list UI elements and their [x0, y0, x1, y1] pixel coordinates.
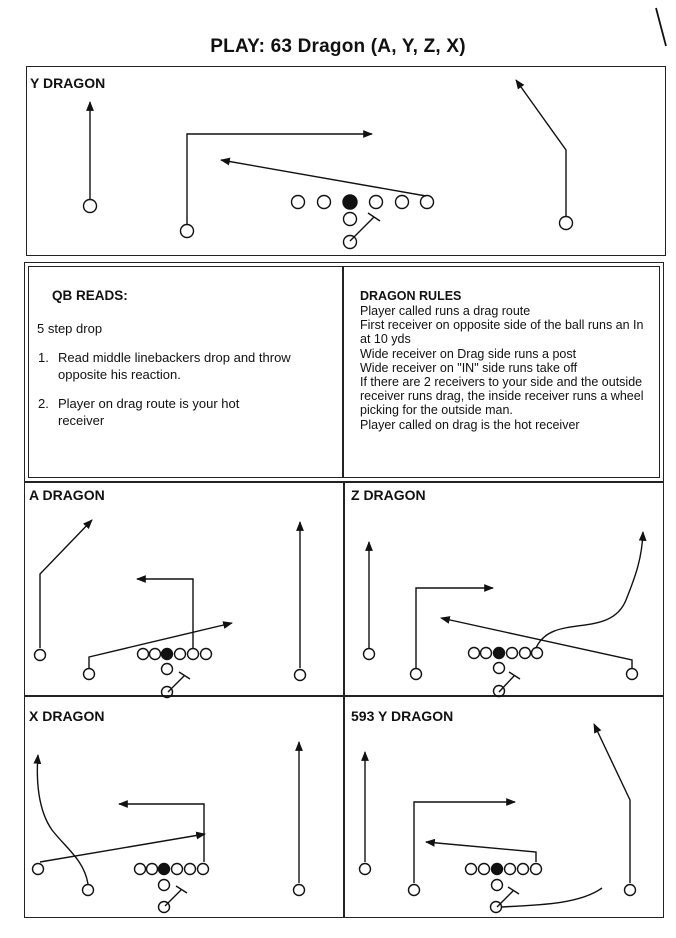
wheel-route	[500, 887, 603, 908]
y-dragon-panel	[26, 66, 666, 256]
route-arrow	[413, 798, 516, 883]
qb-read-item: 2. Player on drag route is your hot rece…	[38, 395, 328, 429]
y593-dragon-panel	[344, 696, 664, 918]
y-dragon-label: Y DRAGON	[30, 75, 106, 91]
rules-divider	[342, 266, 344, 478]
running-back	[489, 900, 503, 914]
route-arrow	[186, 130, 373, 224]
quarterback	[490, 878, 504, 892]
qb-read-text: Player on drag route is your hot receive…	[58, 396, 240, 428]
receiver	[558, 215, 574, 231]
qb-read-number: 1.	[38, 350, 49, 365]
z-dragon-panel	[344, 482, 664, 696]
receiver	[623, 883, 637, 897]
receiver	[625, 667, 639, 681]
block-line	[496, 886, 520, 908]
offensive-line	[467, 646, 544, 660]
receiver	[292, 883, 306, 897]
z-dragon-diagram	[362, 531, 647, 698]
receiver	[81, 883, 95, 897]
qb-read-item: 1. Read middle linebackers drop and thro…	[38, 349, 328, 383]
route-arrow	[220, 157, 427, 197]
running-back	[342, 234, 358, 250]
dragon-rule: Player called runs a drag route	[360, 304, 531, 318]
block-line	[498, 671, 521, 693]
receiver	[179, 223, 195, 239]
offensive-line	[136, 647, 213, 661]
rules-panel	[24, 262, 664, 482]
quarterback	[492, 661, 506, 675]
route-arrow	[136, 575, 194, 648]
receiver	[409, 667, 423, 681]
x-dragon-panel	[24, 696, 344, 918]
offensive-line	[133, 862, 210, 876]
route-arrow	[88, 621, 233, 668]
page-title: PLAY: 63 Dragon (A, Y, Z, X)	[210, 36, 466, 57]
route-arrow	[415, 584, 494, 668]
route-arrow	[515, 79, 567, 216]
rules-panel-inner	[28, 266, 660, 478]
route-arrow	[33, 754, 89, 885]
qb-drop-text: 5 step drop	[37, 321, 103, 336]
scan-mark	[655, 7, 667, 47]
x-dragon-label: X DRAGON	[29, 708, 105, 724]
dragon-rule: If there are 2 receivers to your side an…	[360, 375, 644, 418]
block-line	[167, 671, 191, 693]
receiver	[362, 647, 376, 661]
receiver	[31, 862, 45, 876]
y-dragon-diagram	[82, 79, 574, 250]
y593-dragon-label: 593 Y DRAGON	[351, 708, 454, 724]
route-arrow	[440, 616, 633, 668]
route-arrow	[535, 531, 647, 649]
x-dragon-diagram	[31, 741, 306, 914]
qb-read-number: 2.	[38, 396, 49, 411]
a-dragon-diagram	[33, 519, 307, 699]
receiver	[293, 668, 307, 682]
dragon-rule: Player called on drag is the hot receive…	[360, 417, 580, 432]
dragon-rule: First receiver on opposite side of the b…	[360, 318, 644, 347]
offensive-line	[464, 862, 543, 876]
receiver	[358, 862, 372, 876]
running-back	[157, 900, 171, 914]
dragon-rules-list: Player called runs a drag route First re…	[360, 304, 656, 432]
route-arrow	[39, 831, 206, 863]
receiver	[82, 667, 96, 681]
receiver	[82, 198, 98, 214]
quarterback	[157, 878, 171, 892]
running-back	[160, 685, 174, 699]
qb-reads-list: 1. Read middle linebackers drop and thro…	[38, 349, 328, 429]
qb-read-text: Read middle linebackers drop and throw o…	[58, 350, 291, 382]
receiver	[33, 648, 47, 662]
route-arrow	[593, 723, 631, 883]
receiver	[407, 883, 421, 897]
route-arrow	[118, 800, 205, 862]
dragon-rules-title: DRAGON RULES	[360, 289, 462, 303]
a-dragon-panel	[24, 482, 344, 696]
quarterback	[342, 211, 358, 227]
z-dragon-label: Z DRAGON	[351, 487, 426, 503]
qb-reads-title: QB READS:	[52, 288, 128, 303]
quarterback	[160, 662, 174, 676]
running-back	[492, 684, 506, 698]
a-dragon-label: A DRAGON	[29, 487, 105, 503]
y593-dragon-diagram	[358, 723, 637, 914]
dragon-rule: Wide receiver on "IN" side runs take off	[360, 360, 578, 375]
route-arrow	[425, 838, 537, 862]
offensive-line	[290, 194, 435, 210]
dragon-rule: Wide receiver on Drag side runs a post	[360, 346, 577, 361]
route-arrow	[39, 519, 93, 648]
